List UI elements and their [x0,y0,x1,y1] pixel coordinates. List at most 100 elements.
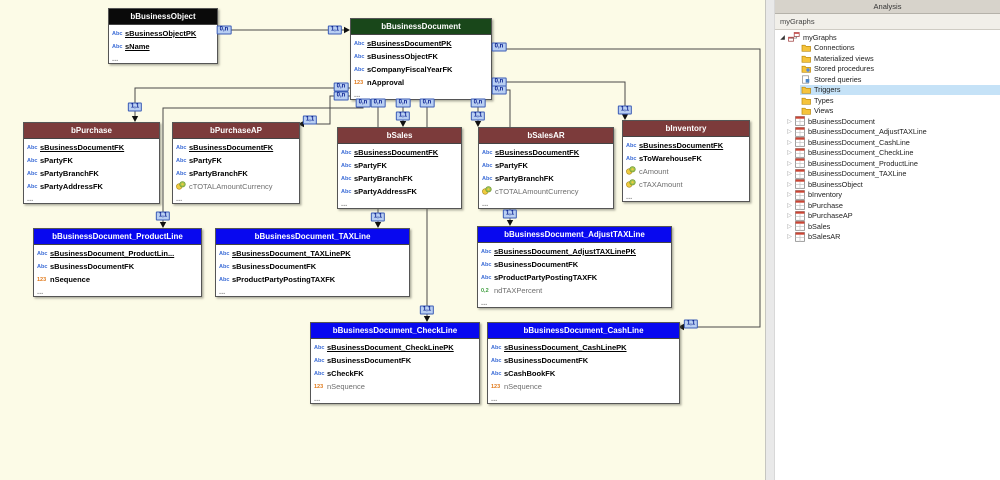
collapsed-arrow-icon[interactable]: ▷ [787,129,792,136]
tree-item-bbusinessdocument-cashline[interactable]: ▷bBusinessDocument_CashLine [775,137,1000,148]
relationship-line[interactable] [490,48,761,328]
tree-root-mygraphs[interactable]: ◢myGraphs [775,32,1000,43]
tree-item-views[interactable]: Views [775,106,1000,117]
tree-item-stored-queries[interactable]: Stored queries [775,74,1000,85]
entity-field[interactable]: cAmount [623,165,749,178]
collapsed-arrow-icon[interactable]: ▷ [787,202,792,209]
tree-item-content[interactable]: bBusinessObject [794,179,1000,190]
tree-item-types[interactable]: Types [775,95,1000,106]
entity-header[interactable]: bPurchaseAP [173,123,299,139]
relationship-line[interactable] [490,81,626,115]
tree-item-bbusinessobject[interactable]: ▷bBusinessObject [775,179,1000,190]
tree-item-content[interactable]: bSalesAR [794,231,1000,243]
tree-item-content[interactable]: bSales [794,221,1000,232]
tree-item-triggers[interactable]: Triggers [775,84,1000,95]
tree-item-content[interactable]: Types [800,95,1000,106]
entity-field[interactable]: cTOTALAmountCurrency [173,180,299,193]
tree-item-content[interactable]: Materialized views [800,53,1000,64]
collapsed-arrow-icon[interactable]: ▷ [787,171,792,178]
entity-header[interactable]: bBusinessDocument_CheckLine [311,323,479,339]
tree-item-materialized-views[interactable]: Materialized views [775,53,1000,64]
collapsed-arrow-icon[interactable]: ▷ [787,223,792,230]
tree-item-bbusinessdocument-taxline[interactable]: ▷bBusinessDocument_TAXLine [775,168,1000,180]
tree-item-content[interactable]: Stored procedures [800,64,1000,75]
collapsed-arrow-icon[interactable]: ▷ [787,160,792,167]
entity-header[interactable]: bBusinessDocument_CashLine [488,323,679,339]
tree-item-content[interactable]: Stored queries [800,74,1000,85]
entity-header[interactable]: bSales [338,128,461,144]
tree-item-content[interactable]: bBusinessDocument [794,116,1000,127]
tree-item-bbusinessdocument-productline[interactable]: ▷bBusinessDocument_ProductLine [775,158,1000,169]
entity-header[interactable]: bBusinessDocument_AdjustTAXLine [478,227,671,243]
tree-item-content[interactable]: Views [800,106,1000,117]
tree-item-content[interactable]: myGraphs [787,32,1000,43]
entity-field[interactable]: cTOTALAmountCurrency [479,185,613,198]
tree-item-content[interactable]: bBusinessDocument_TAXLine [794,168,1000,180]
tree-item-stored-procedures[interactable]: Stored procedures [775,64,1000,75]
collapsed-arrow-icon[interactable]: ▷ [787,234,792,241]
graph-name-bar[interactable]: myGraphs [775,14,1000,30]
tree-item-content[interactable]: bBusinessDocument_AdjustTAXLine [794,126,1000,138]
collapsed-arrow-icon[interactable]: ▷ [787,150,792,157]
tree-item-bbusinessdocument-adjusttaxline[interactable]: ▷bBusinessDocument_AdjustTAXLine [775,126,1000,138]
tree-item-content[interactable]: bBusinessDocument_CashLine [794,137,1000,148]
collapsed-arrow-icon[interactable]: ▷ [787,213,792,220]
tree-item-content[interactable]: bBusinessDocument_CheckLine [794,147,1000,159]
tree-item-bpurchaseap[interactable]: ▷bPurchaseAP [775,210,1000,222]
tree-item-content[interactable]: Connections [800,43,1000,54]
tree-item-bsales[interactable]: ▷bSales [775,221,1000,232]
entity-header[interactable]: bBusinessDocument_ProductLine [34,229,201,245]
tree-item-bpurchase[interactable]: ▷bPurchase [775,200,1000,211]
tree-item-binventory[interactable]: ▷bInventory [775,189,1000,201]
expanded-arrow-icon[interactable]: ◢ [780,34,785,41]
tree-item-connections[interactable]: Connections [775,43,1000,54]
collapsed-arrow-icon[interactable]: ▷ [787,181,792,188]
collapsed-arrow-icon[interactable]: ▷ [787,118,792,125]
tree-item-content[interactable]: bBusinessDocument_ProductLine [794,158,1000,169]
entity-header[interactable]: bBusinessDocument [351,19,491,35]
